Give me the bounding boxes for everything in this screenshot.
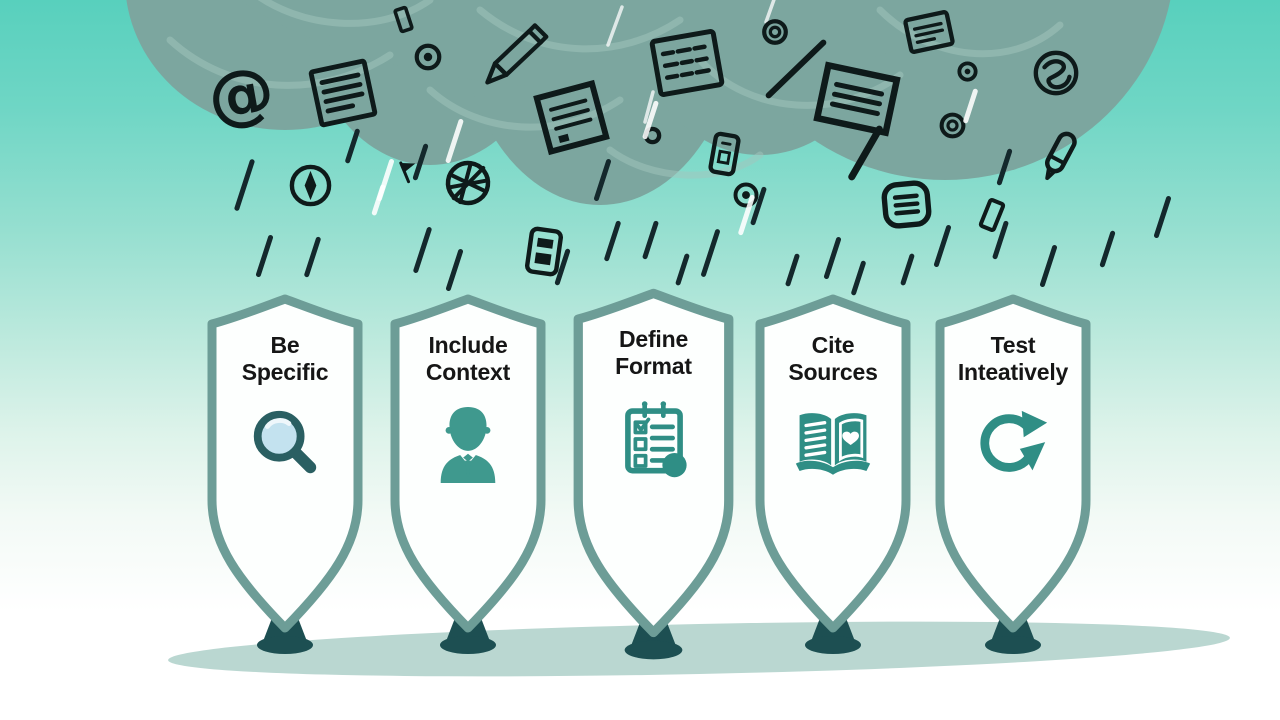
at-spiral-icon: @ xyxy=(201,50,281,139)
rounded-document-icon xyxy=(879,178,934,231)
shield-shape xyxy=(573,288,734,660)
shield-title-line: Cite xyxy=(811,332,855,358)
memo-card-icon xyxy=(523,225,565,279)
shield-title: Cite Sources xyxy=(752,332,914,386)
shield-title-line: Sources xyxy=(788,359,878,386)
shield-cite-sources: Cite Sources xyxy=(752,292,914,670)
idea-cloud xyxy=(126,0,1171,205)
shield-title: Define Format xyxy=(570,326,737,380)
bullseye-icon xyxy=(760,17,790,47)
flag-icon xyxy=(395,155,425,186)
shield-title-line: Be xyxy=(270,332,300,358)
shield-include-context: Include Context xyxy=(387,292,549,670)
marker-pen-icon xyxy=(1034,125,1083,187)
shield-title-line: Test xyxy=(990,332,1036,358)
shield-shape xyxy=(755,294,911,654)
shield-title-line: Define xyxy=(618,326,689,352)
bullseye-icon xyxy=(956,60,979,83)
magnifier-icon xyxy=(253,410,317,474)
shield-title-line: Include xyxy=(428,332,508,358)
checklist-icon xyxy=(624,401,687,478)
shield-title-line: Context xyxy=(425,359,511,386)
shield-title-line: Specific xyxy=(241,359,329,386)
shield-test-iteratively: Test Inteatively xyxy=(932,292,1094,670)
ship-wheel-icon xyxy=(440,155,496,211)
compass-icon xyxy=(288,163,333,208)
shield-title-line: Format xyxy=(615,353,692,380)
person-icon xyxy=(440,406,496,484)
shield-shape xyxy=(207,294,363,654)
bullseye-icon xyxy=(413,42,443,72)
framed-document-icon xyxy=(531,77,613,157)
shield-define-format: Define Format xyxy=(570,286,737,676)
bullseye-icon xyxy=(938,111,967,140)
shield-title: Be Specific xyxy=(204,332,366,386)
shield-be-specific: Be Specific xyxy=(204,292,366,670)
open-book-icon xyxy=(795,413,871,475)
shield-title: Include Context xyxy=(387,332,549,386)
shield-title: Test Inteatively xyxy=(932,332,1094,386)
phone-card-icon xyxy=(705,129,744,180)
refresh-icon xyxy=(980,410,1048,472)
pencil-icon xyxy=(474,14,554,90)
window-lines-icon xyxy=(812,61,901,138)
shield-title-line: Inteatively xyxy=(957,359,1069,386)
blank-chip-icon xyxy=(976,195,1007,234)
scribble-globe-icon xyxy=(1031,48,1081,98)
lined-document-icon xyxy=(306,56,380,130)
dashed-table-icon xyxy=(647,26,727,99)
note-card-icon xyxy=(901,7,956,56)
blank-chip-icon xyxy=(391,4,416,35)
